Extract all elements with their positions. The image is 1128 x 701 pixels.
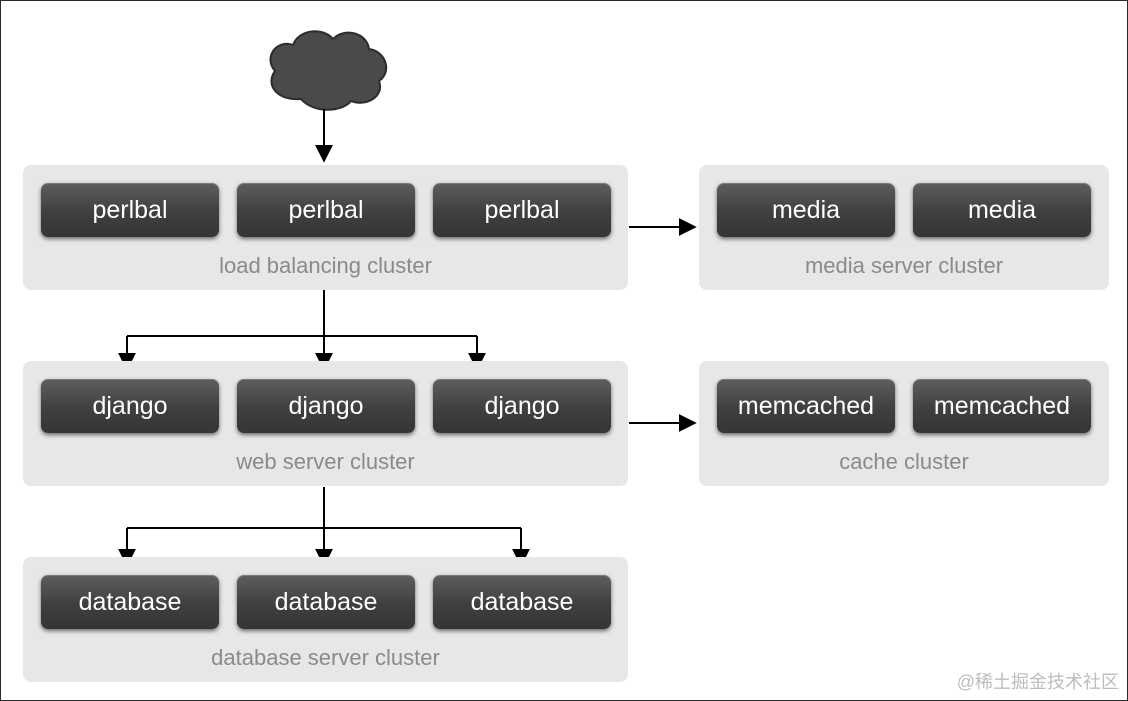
cloud-icon	[269, 30, 388, 111]
perlbal-node-3[interactable]: perlbal	[433, 183, 611, 237]
database-node-2[interactable]: database	[237, 575, 415, 629]
web-server-cluster-label: web server cluster	[236, 449, 415, 474]
media-server-cluster: media media media server cluster	[699, 165, 1109, 290]
django-node-1[interactable]: django	[41, 379, 219, 433]
perlbal-node-1[interactable]: perlbal	[41, 183, 219, 237]
media-server-cluster-label: media server cluster	[804, 253, 1004, 278]
database-node-3[interactable]: database	[433, 575, 611, 629]
memcached-node-2[interactable]: memcached	[913, 379, 1091, 433]
cache-cluster-label: cache cluster	[839, 449, 969, 474]
load-balancing-cluster: perlbal perlbal perlbal load balancing c…	[23, 165, 628, 290]
database-server-cluster-label: database server cluster	[211, 645, 440, 670]
media-node-2[interactable]: media	[913, 183, 1091, 237]
perlbal-node-2[interactable]: perlbal	[237, 183, 415, 237]
django-node-2[interactable]: django	[237, 379, 415, 433]
database-server-cluster: database database database database serv…	[23, 557, 628, 682]
watermark: @稀土掘金技术社区	[956, 672, 1119, 692]
memcached-node-1[interactable]: memcached	[717, 379, 895, 433]
media-node-1[interactable]: media	[717, 183, 895, 237]
web-server-cluster: django django django web server cluster	[23, 361, 628, 486]
arrow-web-to-db	[118, 487, 530, 567]
django-node-3[interactable]: django	[433, 379, 611, 433]
database-node-1[interactable]: database	[41, 575, 219, 629]
arrow-lb-to-web	[118, 290, 486, 371]
cache-cluster: memcached memcached cache cluster	[699, 361, 1109, 486]
load-balancing-cluster-label: load balancing cluster	[219, 253, 432, 278]
